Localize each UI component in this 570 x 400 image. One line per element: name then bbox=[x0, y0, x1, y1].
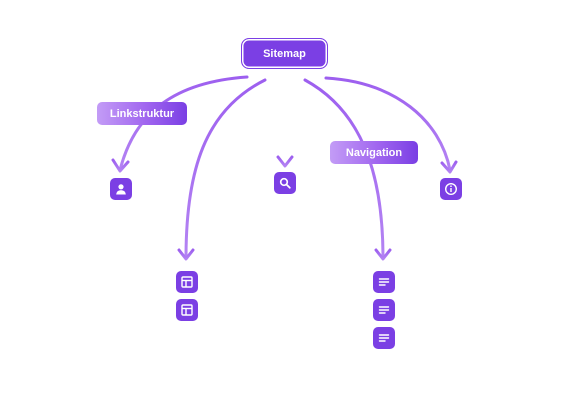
connector-info bbox=[324, 76, 452, 172]
text-lines-icon bbox=[373, 271, 395, 293]
sitemap-root-node: Sitemap bbox=[241, 38, 328, 69]
info-icon bbox=[440, 178, 462, 200]
layout-icon bbox=[176, 299, 198, 321]
text-lines-icon bbox=[373, 299, 395, 321]
connector-layout bbox=[184, 78, 267, 260]
linkstruktur-label: Linkstruktur bbox=[97, 102, 187, 125]
arrowhead-lines bbox=[374, 248, 392, 261]
navigation-label: Navigation bbox=[330, 141, 418, 164]
text-lines-icon bbox=[373, 327, 395, 349]
arrowhead-user bbox=[111, 158, 130, 173]
arrowhead-search bbox=[276, 155, 294, 168]
user-icon bbox=[110, 178, 132, 200]
arrowhead-info bbox=[440, 160, 458, 174]
search-icon bbox=[274, 172, 296, 194]
layout-icon bbox=[176, 271, 198, 293]
connector-lines bbox=[303, 78, 385, 260]
arrowhead-layout bbox=[177, 248, 195, 261]
